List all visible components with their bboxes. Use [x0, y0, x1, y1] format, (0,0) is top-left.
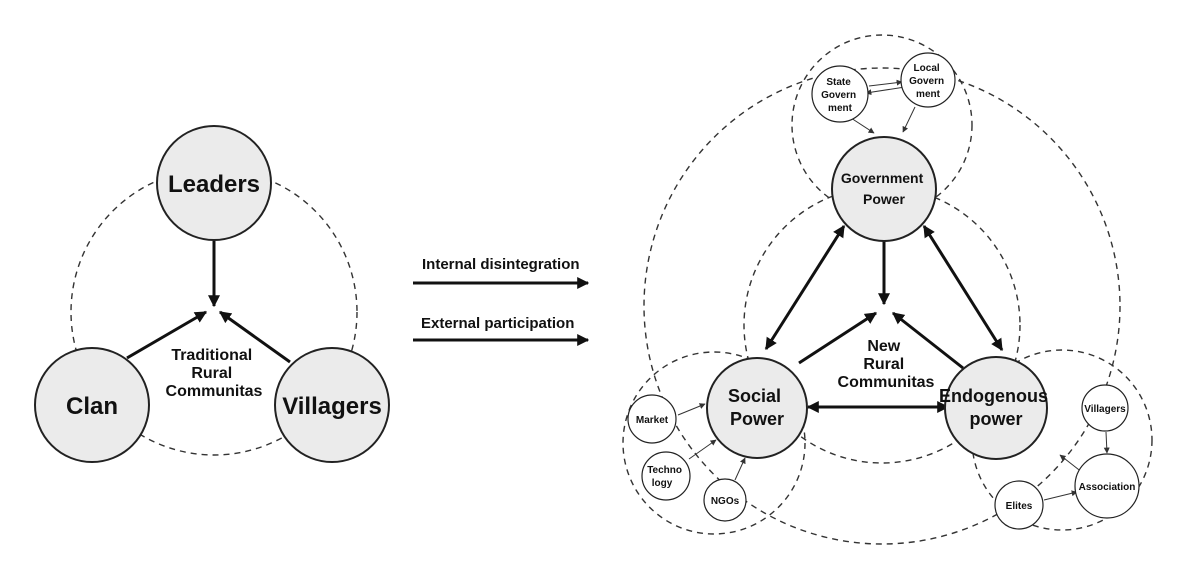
node-leaders-label: Leaders — [168, 171, 260, 198]
node-endogenous-power — [944, 356, 1048, 460]
node-association-label: Association — [1079, 482, 1136, 493]
node-clan — [34, 347, 150, 463]
endogenous-subgroup-circle — [971, 349, 1153, 531]
node-local-government — [900, 52, 956, 108]
edge-market-to-social — [677, 403, 706, 416]
node-market — [627, 394, 677, 444]
edge-elites-to-association — [1043, 490, 1078, 501]
node-government-power-label: Government Power — [841, 170, 927, 207]
social-subgroup-circle — [622, 351, 806, 535]
node-local-government-label: Local Govern ment — [909, 63, 947, 100]
node-clan-label: Clan — [66, 393, 118, 420]
node-technology — [641, 451, 691, 501]
node-government-power — [831, 136, 937, 242]
edge-state-to-government — [850, 117, 875, 134]
edge-local-to-state — [865, 86, 906, 96]
node-sub-villagers — [1081, 384, 1129, 432]
traditional-center-label: Traditional Rural Communitas — [166, 347, 263, 400]
government-subgroup-circle — [791, 34, 973, 216]
node-technology-label: Techno logy — [647, 465, 685, 489]
edge-villagers-to-center — [219, 310, 291, 364]
edge-state-to-local — [868, 79, 903, 87]
node-elites-label: Elites — [1006, 501, 1033, 512]
internal-disintegration-label: Internal disintegration — [422, 256, 580, 273]
new-center-label: New Rural Communitas — [838, 338, 935, 391]
node-elites — [994, 480, 1044, 530]
node-state-government-label: State Govern ment — [821, 77, 859, 114]
node-ngos-label: NGOs — [711, 496, 740, 507]
node-association — [1074, 453, 1140, 519]
edge-villagers-to-association — [1103, 431, 1110, 454]
edge-ngos-to-social — [734, 457, 746, 481]
node-ngos — [703, 478, 747, 522]
node-endogenous-power-label: Endogenous power — [939, 386, 1053, 429]
node-market-label: Market — [636, 415, 669, 426]
node-social-power — [706, 357, 808, 459]
transition-arrows: Internal disintegration External partici… — [413, 256, 590, 346]
external-participation-label: External participation — [421, 315, 574, 332]
traditional-communitas-diagram: Leaders Clan Villagers Traditional Rural… — [34, 125, 390, 463]
node-sub-villagers-label: Villagers — [1084, 404, 1126, 415]
node-villagers-label: Villagers — [282, 393, 382, 420]
node-social-power-label: Social Power — [728, 386, 786, 429]
outer-boundary-circle — [643, 67, 1121, 545]
node-leaders — [156, 125, 272, 241]
new-communitas-diagram: Government Power Social Power Endogenous… — [622, 34, 1153, 545]
edge-local-to-government — [902, 106, 916, 133]
node-state-government — [811, 65, 869, 123]
node-villagers — [274, 347, 390, 463]
edge-technology-to-social — [688, 439, 717, 460]
edge-government-endogenous — [922, 224, 1004, 352]
edge-clan-to-center — [126, 310, 208, 360]
edge-social-government — [764, 224, 846, 351]
